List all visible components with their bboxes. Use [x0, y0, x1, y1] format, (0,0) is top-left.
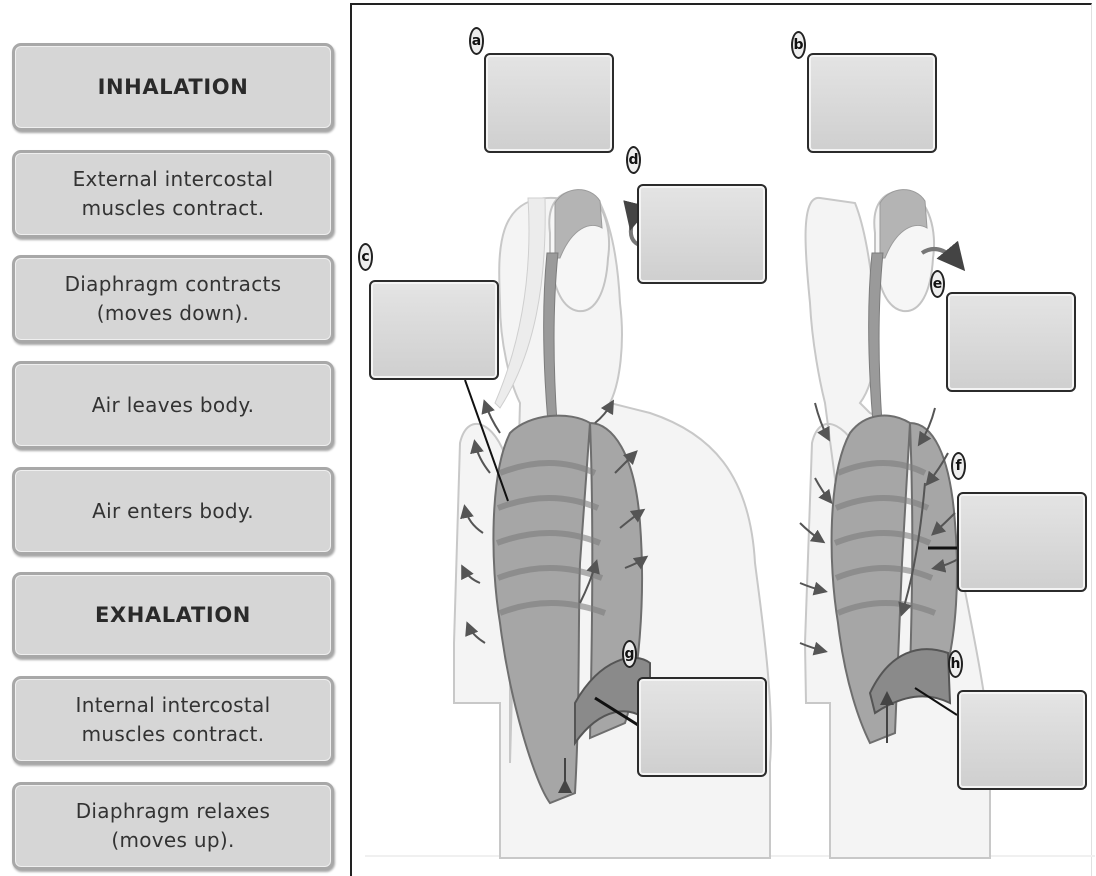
tile-inhalation[interactable]: INHALATION — [12, 43, 334, 131]
tile-external-intercostal[interactable]: External intercostal muscles contract. — [12, 150, 334, 238]
label-badge-h: h — [948, 650, 963, 678]
label-badge-e: e — [930, 270, 945, 298]
drop-target-b[interactable] — [807, 53, 937, 153]
label-badge-g: g — [622, 640, 637, 668]
label-badge-b: b — [791, 31, 806, 59]
trachea-right — [869, 253, 883, 423]
label-badge-c: c — [358, 243, 373, 271]
label-badge-a: a — [469, 27, 484, 55]
tile-internal-intercostal[interactable]: Internal intercostal muscles contract. — [12, 676, 334, 764]
drop-target-h[interactable] — [957, 690, 1087, 790]
tile-diaphragm-contracts[interactable]: Diaphragm contracts (moves down). — [12, 255, 334, 343]
label-badge-f: f — [951, 452, 966, 480]
tile-exhalation[interactable]: EXHALATION — [12, 572, 334, 658]
drop-target-f[interactable] — [957, 492, 1087, 592]
drop-target-d[interactable] — [637, 184, 767, 284]
tile-air-enters[interactable]: Air enters body. — [12, 467, 334, 555]
drop-target-e[interactable] — [946, 292, 1076, 392]
drop-target-g[interactable] — [637, 677, 767, 777]
drop-target-a[interactable] — [484, 53, 614, 153]
tile-diaphragm-relaxes[interactable]: Diaphragm relaxes (moves up). — [12, 782, 334, 870]
tile-air-leaves[interactable]: Air leaves body. — [12, 361, 334, 449]
drop-target-c[interactable] — [369, 280, 499, 380]
label-badge-d: d — [626, 146, 641, 174]
